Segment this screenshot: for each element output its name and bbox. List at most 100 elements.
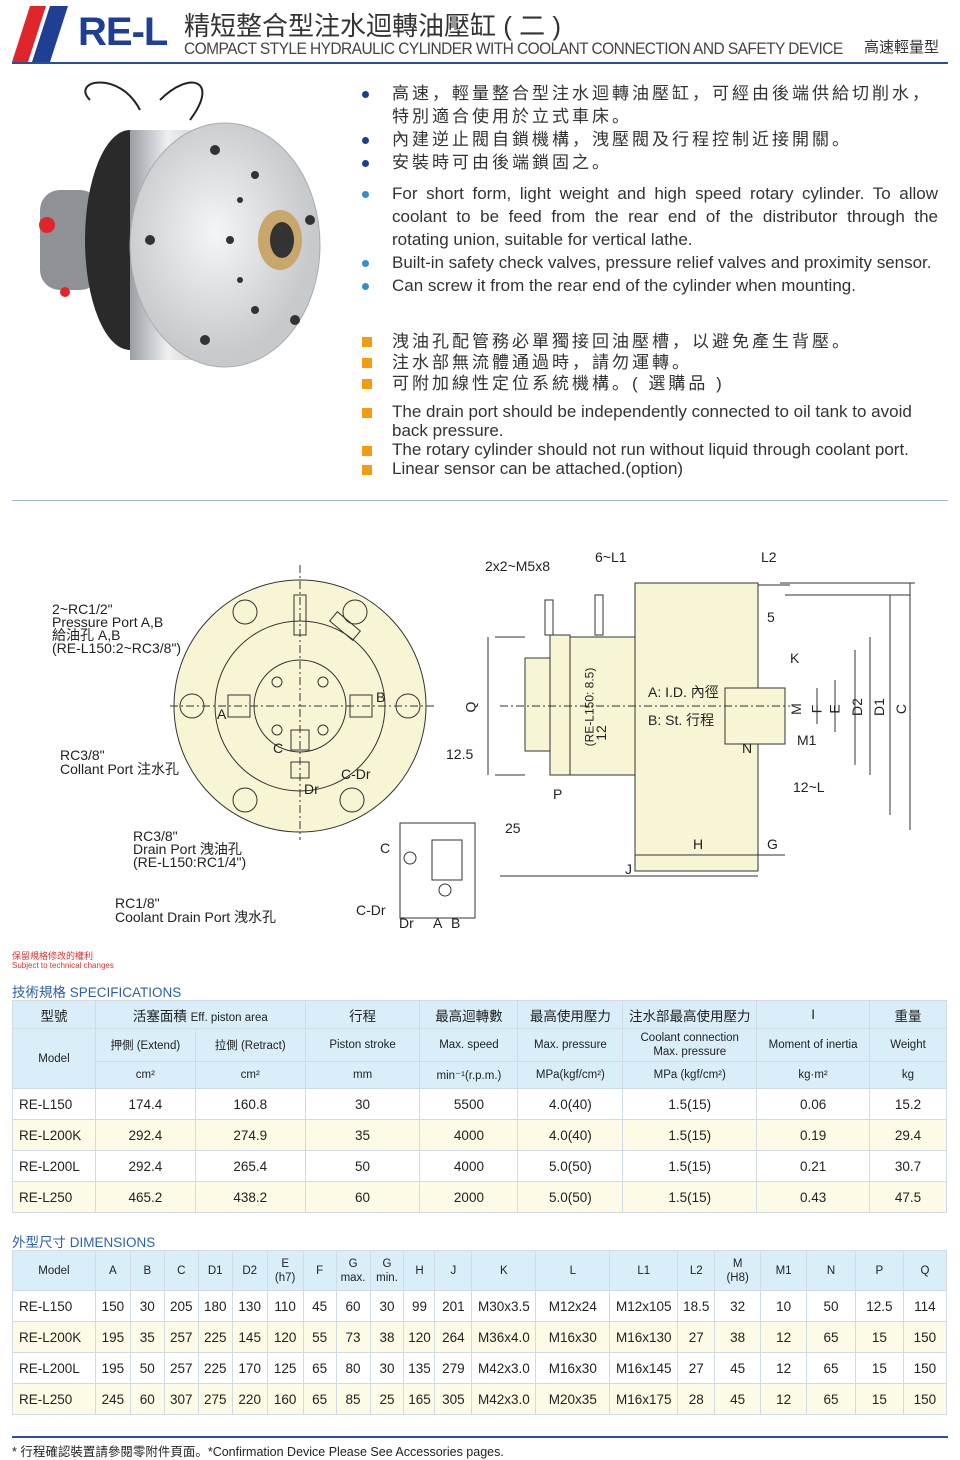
table-cell: 145 xyxy=(231,1321,268,1353)
table-cell: 265.4 xyxy=(194,1150,306,1182)
table-cell: 1.5(15) xyxy=(622,1150,758,1182)
table-cell: 38 xyxy=(714,1321,762,1353)
col-header: 行程 xyxy=(304,1000,421,1029)
feature-list: 高速，輕量整合型注水迴轉油壓缸，可經由後端供給切削水，特別適合使用於立式車床。 … xyxy=(360,82,938,297)
table-cell: 32 xyxy=(714,1290,762,1322)
square-bullet-icon xyxy=(362,408,372,418)
square-bullet-icon xyxy=(362,465,372,475)
table-cell: 15 xyxy=(854,1352,904,1384)
table-cell: 35 xyxy=(129,1321,165,1353)
table-cell: 18.5 xyxy=(677,1290,716,1322)
table-cell: 150 xyxy=(94,1290,131,1322)
specs-title: 技術規格 SPECIFICATIONS xyxy=(12,985,182,1000)
feature-item: Can screw it from the rear end of the cy… xyxy=(360,274,938,297)
table-cell: 438.2 xyxy=(194,1181,306,1213)
table-cell: 55 xyxy=(302,1321,337,1353)
table-cell: 130 xyxy=(231,1290,268,1322)
page-title-cn: 精短整合型注水迴轉油壓缸 ( 二 ) xyxy=(184,11,561,41)
table-cell: 60 xyxy=(129,1383,165,1415)
table-cell: 29.4 xyxy=(869,1119,947,1151)
dim-n: N xyxy=(742,740,753,756)
note-item: The drain port should be independently c… xyxy=(360,402,938,440)
unit-cell: MPa(kgf/cm²) xyxy=(517,1061,624,1089)
notes-list: 洩油孔配管務必單獨接回油壓槽，以避免產生背壓。 注水部無流體通過時，請勿運轉。 … xyxy=(360,331,938,478)
table-cell: 30 xyxy=(129,1290,165,1322)
label-C: C xyxy=(273,740,284,756)
dim-c: C xyxy=(893,703,910,715)
table-cell: 38 xyxy=(369,1321,405,1353)
table-cell: 35 xyxy=(304,1119,421,1151)
note-item: Linear sensor can be attached.(option) xyxy=(360,459,938,478)
table-cell: M42x3.0 xyxy=(471,1352,537,1384)
table-cell: M16x175 xyxy=(609,1383,679,1415)
table-cell: M12x105 xyxy=(609,1290,679,1322)
unit-cell: mm xyxy=(304,1061,421,1089)
label-A: A xyxy=(217,706,227,722)
brand-logo-stripes xyxy=(12,6,68,62)
table-cell: 15.2 xyxy=(869,1088,947,1120)
bullet-icon xyxy=(362,191,369,198)
dim-g: G xyxy=(767,836,778,852)
unit-cell: kg xyxy=(869,1061,947,1089)
product-tag: 高速輕量型 xyxy=(864,39,940,56)
dim-k: K xyxy=(790,650,800,666)
table-cell: M16x30 xyxy=(535,1321,611,1353)
table-cell: 12 xyxy=(760,1321,808,1353)
col-header: H xyxy=(403,1250,436,1291)
label-C-Dr: C-Dr xyxy=(341,766,371,782)
table-cell: 80 xyxy=(335,1352,371,1384)
table-cell: 15 xyxy=(854,1321,904,1353)
brand-name: RE-L xyxy=(78,10,168,54)
table-cell: 4.0(40) xyxy=(517,1088,624,1120)
table-cell: 2000 xyxy=(419,1181,519,1213)
table-cell: 4000 xyxy=(419,1119,519,1151)
table-cell: 150 xyxy=(902,1383,948,1415)
col-header: 活塞面積 Eff. piston area xyxy=(94,1000,306,1029)
col-header: N xyxy=(806,1250,856,1291)
disclaimer-cn: 保留規格修改的權利 xyxy=(12,951,94,961)
col-header: D2 xyxy=(231,1250,268,1291)
table-cell: M30x3.5 xyxy=(471,1290,537,1322)
page-title-en: COMPACT STYLE HYDRAULIC CYLINDER WITH CO… xyxy=(184,40,843,58)
col-header: P xyxy=(854,1250,904,1291)
table-cell: 0.19 xyxy=(756,1119,870,1151)
dim-5: 5 xyxy=(767,609,775,625)
table-cell: 274.9 xyxy=(194,1119,306,1151)
table-cell: 1.5(15) xyxy=(622,1119,758,1151)
unit-cell: min⁻¹(r.p.m.) xyxy=(419,1061,519,1089)
col-header: K xyxy=(471,1250,537,1291)
table-cell: M42x3.0 xyxy=(471,1383,537,1415)
table-cell: M16x130 xyxy=(609,1321,679,1353)
unit-cell: cm² xyxy=(194,1061,306,1089)
unit-cell: MPa (kgf/cm²) xyxy=(622,1061,758,1089)
bullet-icon xyxy=(362,283,369,290)
table-cell: 307 xyxy=(163,1383,199,1415)
table-cell: M36x4.0 xyxy=(471,1321,537,1353)
square-bullet-icon xyxy=(362,337,372,347)
col-header: M1 xyxy=(760,1250,808,1291)
table-cell: 257 xyxy=(163,1352,199,1384)
col-header: E(h7) xyxy=(266,1250,304,1291)
table-cell: 12 xyxy=(760,1383,808,1415)
col-header: F xyxy=(302,1250,337,1291)
col-header: C xyxy=(163,1250,199,1291)
col-header: Q xyxy=(902,1250,948,1291)
col-header: Weight xyxy=(869,1028,947,1062)
dim-q: Q xyxy=(462,701,479,713)
dim-12-5: 12.5 xyxy=(446,746,474,762)
table-cell: 65 xyxy=(806,1321,856,1353)
table-cell: 27 xyxy=(677,1352,716,1384)
footer-divider xyxy=(12,1436,948,1438)
col-header: Piston stroke xyxy=(304,1028,421,1062)
table-cell: 5500 xyxy=(419,1088,519,1120)
table-cell: RE-L250 xyxy=(12,1383,96,1415)
table-cell: 114 xyxy=(902,1290,948,1322)
table-cell: 120 xyxy=(266,1321,304,1353)
bullet-icon xyxy=(362,137,369,144)
